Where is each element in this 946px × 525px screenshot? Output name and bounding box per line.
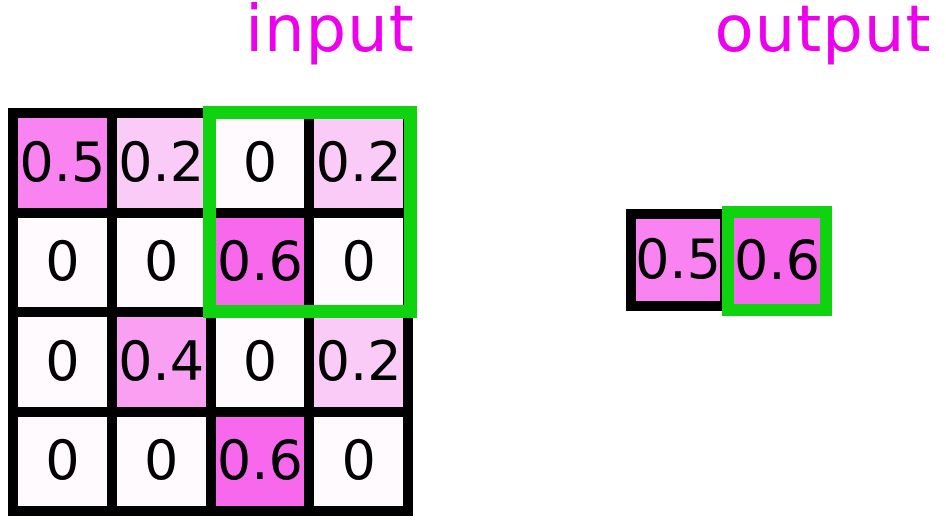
input-cell: 0 [18, 217, 107, 307]
input-cell: 0.6 [215, 416, 305, 506]
input-cell: 0 [215, 118, 305, 208]
input-cell: 0 [116, 416, 206, 506]
input-cell: 0.4 [116, 317, 206, 407]
input-cell: 0.2 [314, 317, 403, 407]
input-cell: 0.2 [116, 118, 206, 208]
input-cell: 0.6 [215, 217, 305, 307]
output-title: output [714, 0, 932, 67]
input-cell: 0 [116, 217, 206, 307]
input-cell: 0 [215, 317, 305, 407]
output-cell: 0.5 [626, 209, 730, 311]
input-cell: 0 [314, 217, 403, 307]
input-cell: 0 [18, 416, 107, 506]
input-cell: 0.5 [18, 118, 107, 208]
input-cell: 0.2 [314, 118, 403, 208]
output-cell-highlighted: 0.6 [722, 206, 832, 316]
input-title: input [245, 0, 415, 67]
input-cell: 0 [18, 317, 107, 407]
input-cell: 0 [314, 416, 403, 506]
